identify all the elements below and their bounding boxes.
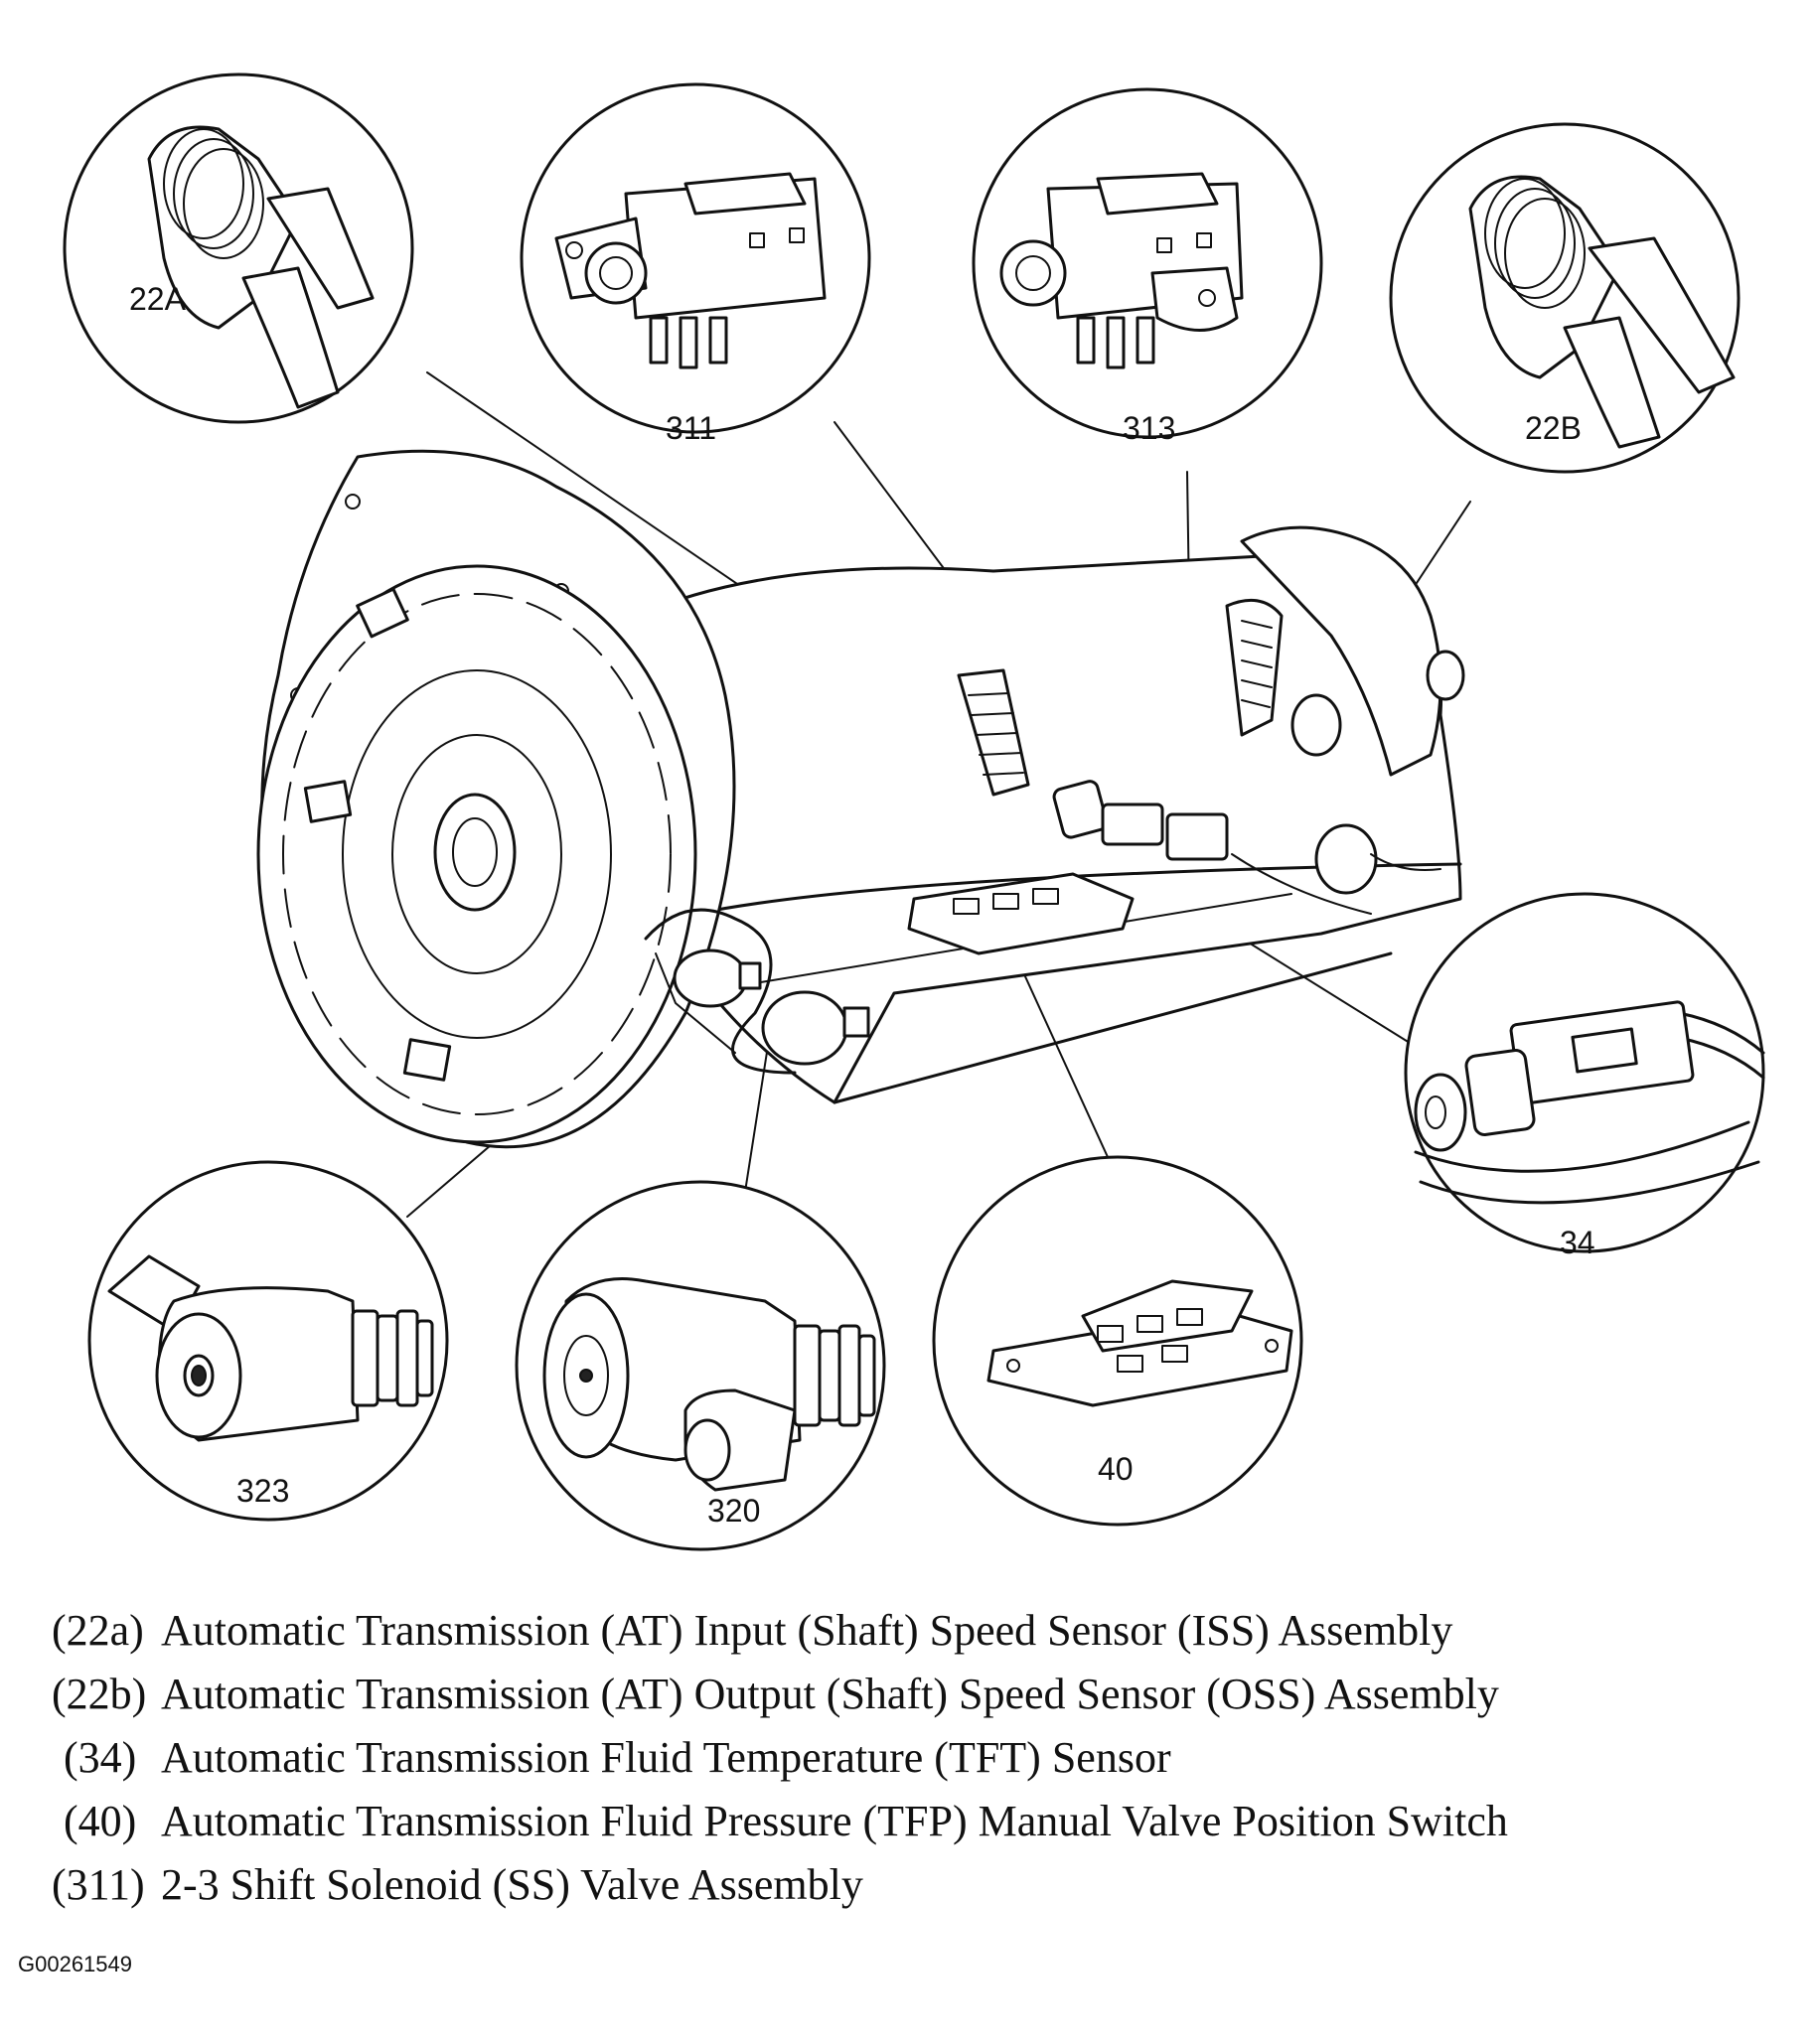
transmission-body bbox=[256, 449, 1465, 1149]
legend-code: (34) bbox=[64, 1733, 137, 1782]
leader-320 bbox=[744, 1032, 771, 1193]
legend-text: Automatic Transmission (AT) Input (Shaft… bbox=[161, 1606, 1453, 1655]
legend-item-22b: (22b) Automatic Transmission (AT) Output… bbox=[52, 1663, 1780, 1726]
callout-label-320: 320 bbox=[707, 1493, 760, 1529]
figure-id: G00261549 bbox=[18, 1952, 132, 1976]
legend-item-311: (311) 2-3 Shift Solenoid (SS) Valve Asse… bbox=[52, 1853, 1780, 1917]
callout-22a: 22A bbox=[63, 73, 414, 424]
callout-label-22a: 22A bbox=[129, 281, 187, 317]
callout-311: 311 bbox=[520, 82, 871, 446]
callout-label-22b: 22B bbox=[1525, 410, 1582, 446]
legend-code: (311) bbox=[52, 1860, 145, 1909]
legend-text: 2-3 Shift Solenoid (SS) Valve Assembly bbox=[161, 1860, 863, 1909]
callout-313: 313 bbox=[972, 87, 1323, 446]
callout-label-323: 323 bbox=[236, 1473, 289, 1509]
callout-label-40: 40 bbox=[1098, 1451, 1134, 1487]
legend-code: (22b) bbox=[52, 1670, 147, 1718]
legend-code: (22a) bbox=[52, 1606, 144, 1655]
callout-label-311: 311 bbox=[666, 410, 716, 446]
legend-text: Automatic Transmission Fluid Temperature… bbox=[161, 1733, 1171, 1782]
legend-code: (40) bbox=[64, 1797, 137, 1845]
legend-item-34: (34) Automatic Transmission Fluid Temper… bbox=[52, 1726, 1780, 1790]
callout-320: 320 bbox=[515, 1180, 886, 1551]
transmission-diagram: 22A 311 bbox=[63, 73, 1765, 1551]
callout-40: 40 bbox=[932, 1155, 1303, 1527]
callout-label-34: 34 bbox=[1560, 1225, 1595, 1260]
callout-323: 323 bbox=[87, 1160, 449, 1522]
legend-item-22a: (22a) Automatic Transmission (AT) Input … bbox=[52, 1599, 1780, 1663]
legend-text: Automatic Transmission Fluid Pressure (T… bbox=[161, 1797, 1508, 1845]
callout-22b: 22B bbox=[1389, 122, 1741, 474]
legend: (22a) Automatic Transmission (AT) Input … bbox=[52, 1599, 1780, 1917]
legend-text: Automatic Transmission (AT) Output (Shaf… bbox=[161, 1670, 1499, 1718]
callout-label-313: 313 bbox=[1123, 410, 1175, 446]
installed-components bbox=[644, 693, 1441, 1075]
legend-item-40: (40) Automatic Transmission Fluid Pressu… bbox=[52, 1790, 1780, 1853]
callout-34: 34 bbox=[1404, 892, 1765, 1260]
